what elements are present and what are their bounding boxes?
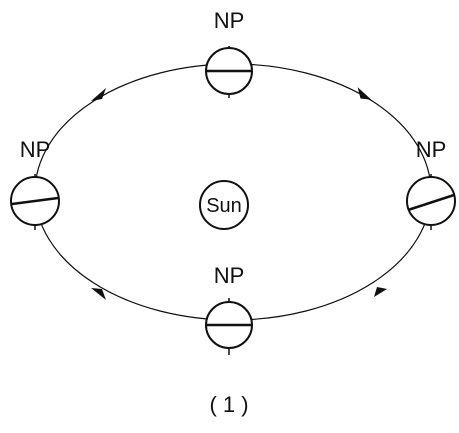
sun: Sun — [199, 180, 249, 230]
orbit-arrow-top-left — [91, 88, 106, 101]
earth-top: NP — [205, 8, 253, 98]
pole-label-right: NP — [416, 137, 447, 162]
orbit-arrow-bottom-right — [374, 287, 387, 297]
pole-label-left: NP — [20, 137, 51, 162]
orbit-arrow-bottom-left — [91, 288, 106, 300]
orbit-arrow-top-right — [357, 87, 372, 100]
pole-label-top: NP — [214, 8, 245, 33]
figure-caption: ( 1 ) — [209, 392, 248, 417]
pole-label-bottom: NP — [214, 263, 245, 288]
earth-left: NP — [10, 137, 60, 230]
sun-label: Sun — [206, 195, 242, 217]
earth-bottom: NP — [205, 263, 253, 355]
earth-right: NP — [406, 137, 456, 230]
